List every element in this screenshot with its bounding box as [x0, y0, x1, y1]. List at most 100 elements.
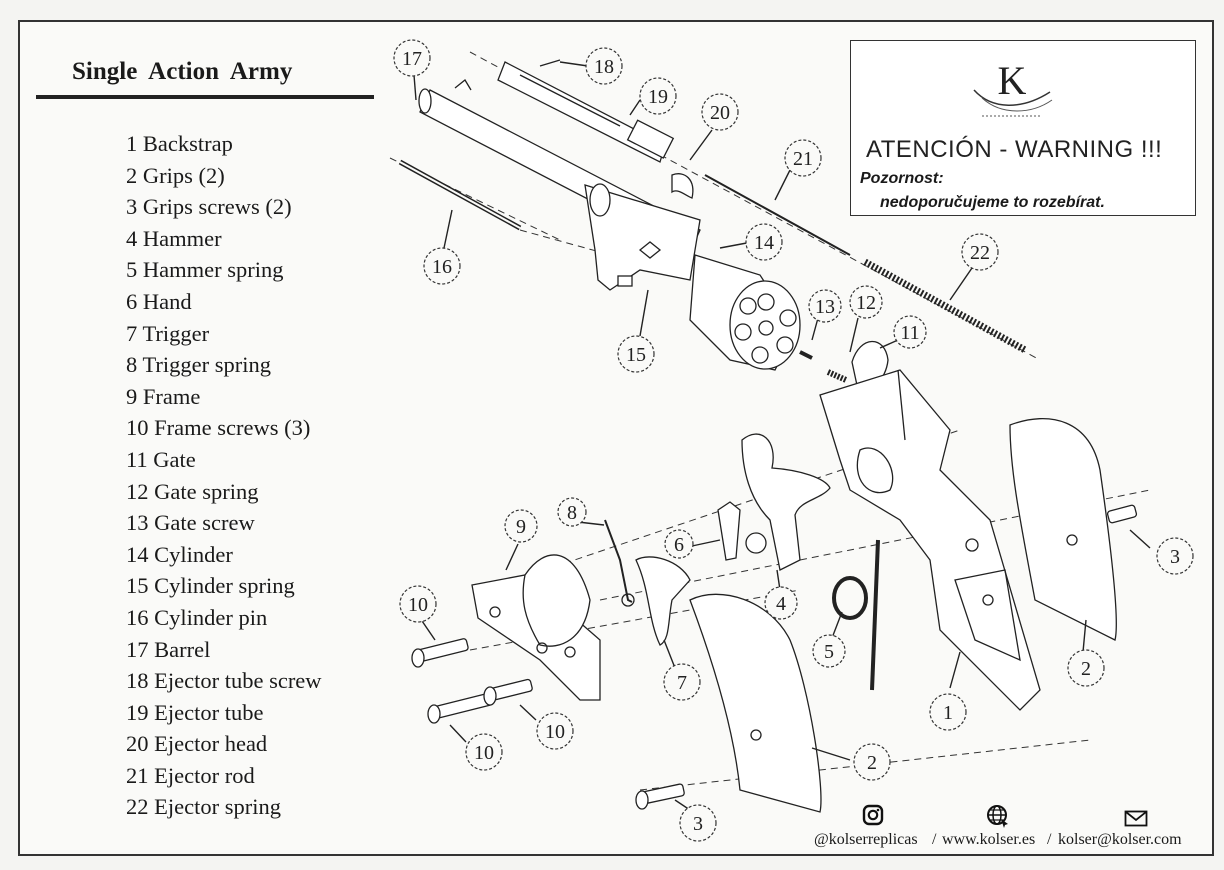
callout-20: 20 [701, 93, 739, 131]
callout-19: 19 [639, 77, 677, 115]
part-item: 20 Ejector head [126, 731, 268, 757]
svg-text:4: 4 [776, 593, 786, 615]
globe-icon [987, 805, 1008, 828]
mainspring-rod [870, 539, 880, 691]
part-item: 22 Ejector spring [126, 794, 281, 820]
callout-4: 4 [764, 586, 798, 620]
callout-17: 17 [393, 39, 431, 77]
ejector-tube-part [497, 61, 675, 163]
svg-text:16: 16 [432, 256, 452, 278]
cylinder-part [689, 254, 801, 371]
callout-13: 13 [808, 289, 842, 323]
part-item: 4 Hammer [126, 225, 222, 251]
warning-text: nedoporučujeme to rozebírat. [880, 194, 1105, 211]
instagram-icon [862, 804, 884, 826]
svg-text:20: 20 [710, 102, 730, 124]
callout-6: 6 [664, 529, 694, 559]
callout-8: 8 [557, 497, 587, 527]
frame-part [471, 554, 601, 701]
svg-text:3: 3 [1170, 546, 1180, 568]
grip-right-hole [1066, 534, 1078, 546]
svg-text:3: 3 [693, 813, 703, 835]
callout-10c: 10 [465, 733, 503, 771]
part-item: 19 Ejector tube [126, 699, 264, 725]
footer-separator: / [1047, 831, 1052, 848]
grip-left-hole [750, 729, 762, 741]
grip-screw-right-part [1106, 504, 1138, 524]
mail-icon [1124, 810, 1148, 827]
logo-letter: K [998, 58, 1027, 103]
part-item: 2 Grips (2) [126, 162, 225, 188]
svg-text:6: 6 [674, 534, 684, 556]
grip-left-part [689, 593, 822, 813]
hammer-part [741, 433, 831, 571]
part-item: 11 Gate [126, 446, 196, 472]
part-item: 16 Cylinder pin [126, 604, 268, 630]
part-item: 13 Gate screw [126, 510, 255, 536]
callout-5: 5 [812, 634, 846, 668]
part-item: 3 Grips screws (2) [126, 194, 292, 220]
svg-text:10: 10 [474, 742, 494, 764]
frame-screw-part [427, 692, 493, 724]
trigger-part [635, 556, 691, 646]
svg-text:11: 11 [900, 322, 919, 344]
callout-22: 22 [961, 233, 999, 271]
warning-box [850, 40, 1196, 216]
part-item: 18 Ejector tube screw [126, 668, 322, 694]
callout-14: 14 [745, 223, 783, 261]
svg-text:1: 1 [943, 702, 953, 724]
ejector-head-part [671, 173, 694, 199]
callout-9: 9 [504, 509, 538, 543]
part-item: 9 Frame [126, 383, 201, 409]
svg-text:21: 21 [793, 148, 813, 170]
part-item: 7 Trigger [126, 320, 210, 346]
svg-text:8: 8 [567, 502, 577, 524]
callout-12: 12 [849, 285, 883, 319]
frame-top-assembly [584, 183, 701, 291]
callout-3: 3 [1156, 537, 1194, 575]
trigger-spring-part [604, 519, 633, 603]
callout-18: 18 [585, 47, 623, 85]
svg-text:9: 9 [516, 516, 526, 538]
callout-10: 10 [399, 585, 437, 623]
callout-7: 7 [663, 663, 701, 701]
svg-text:17: 17 [402, 48, 422, 70]
callout-11: 11 [893, 315, 927, 349]
warning-heading: ATENCIÓN - WARNING !!! [866, 136, 1163, 163]
part-item: 21 Ejector rod [126, 762, 255, 788]
callout-3b: 3 [679, 804, 717, 842]
page-title: Single Action Army [72, 58, 293, 85]
grip-right-part [1009, 418, 1117, 641]
backstrap-part [819, 369, 1041, 711]
cylinder-spring-part [638, 241, 662, 259]
frame-screw-part [411, 638, 469, 668]
svg-text:5: 5 [824, 641, 834, 663]
part-item: 15 Cylinder spring [126, 573, 295, 599]
instagram-handle[interactable]: @kolserreplicas [814, 831, 918, 848]
part-item: 14 Cylinder [126, 541, 233, 567]
svg-text:22: 22 [970, 242, 990, 264]
svg-text:7: 7 [677, 672, 687, 694]
ejector-tube-screw-part [539, 59, 561, 67]
part-item: 10 Frame screws (3) [126, 415, 311, 441]
ejector-spring-part [863, 258, 1027, 354]
website-link[interactable]: www.kolser.es [942, 831, 1036, 848]
svg-text:2: 2 [867, 752, 877, 774]
gate-screw-part [799, 350, 813, 360]
email-link[interactable]: kolser@kolser.com [1058, 831, 1182, 848]
part-item: 12 Gate spring [126, 478, 259, 504]
callout-15: 15 [617, 335, 655, 373]
lower-axis-line [599, 489, 1151, 601]
title-underline [36, 95, 374, 99]
callout-1: 1 [929, 693, 967, 731]
svg-text:10: 10 [408, 594, 428, 616]
callout-labels: 17 18 19 20 21 14 16 22 13 12 11 15 8 9 … [393, 39, 1194, 842]
hammer-spring-part [832, 576, 868, 620]
svg-text:2: 2 [1081, 658, 1091, 680]
grip-screw-left-part [635, 783, 685, 810]
gate-spring-part [826, 369, 848, 383]
frame-screw-part [483, 678, 533, 706]
callout-2: 2 [1067, 649, 1105, 687]
warning-label: Pozornost: [860, 170, 944, 187]
